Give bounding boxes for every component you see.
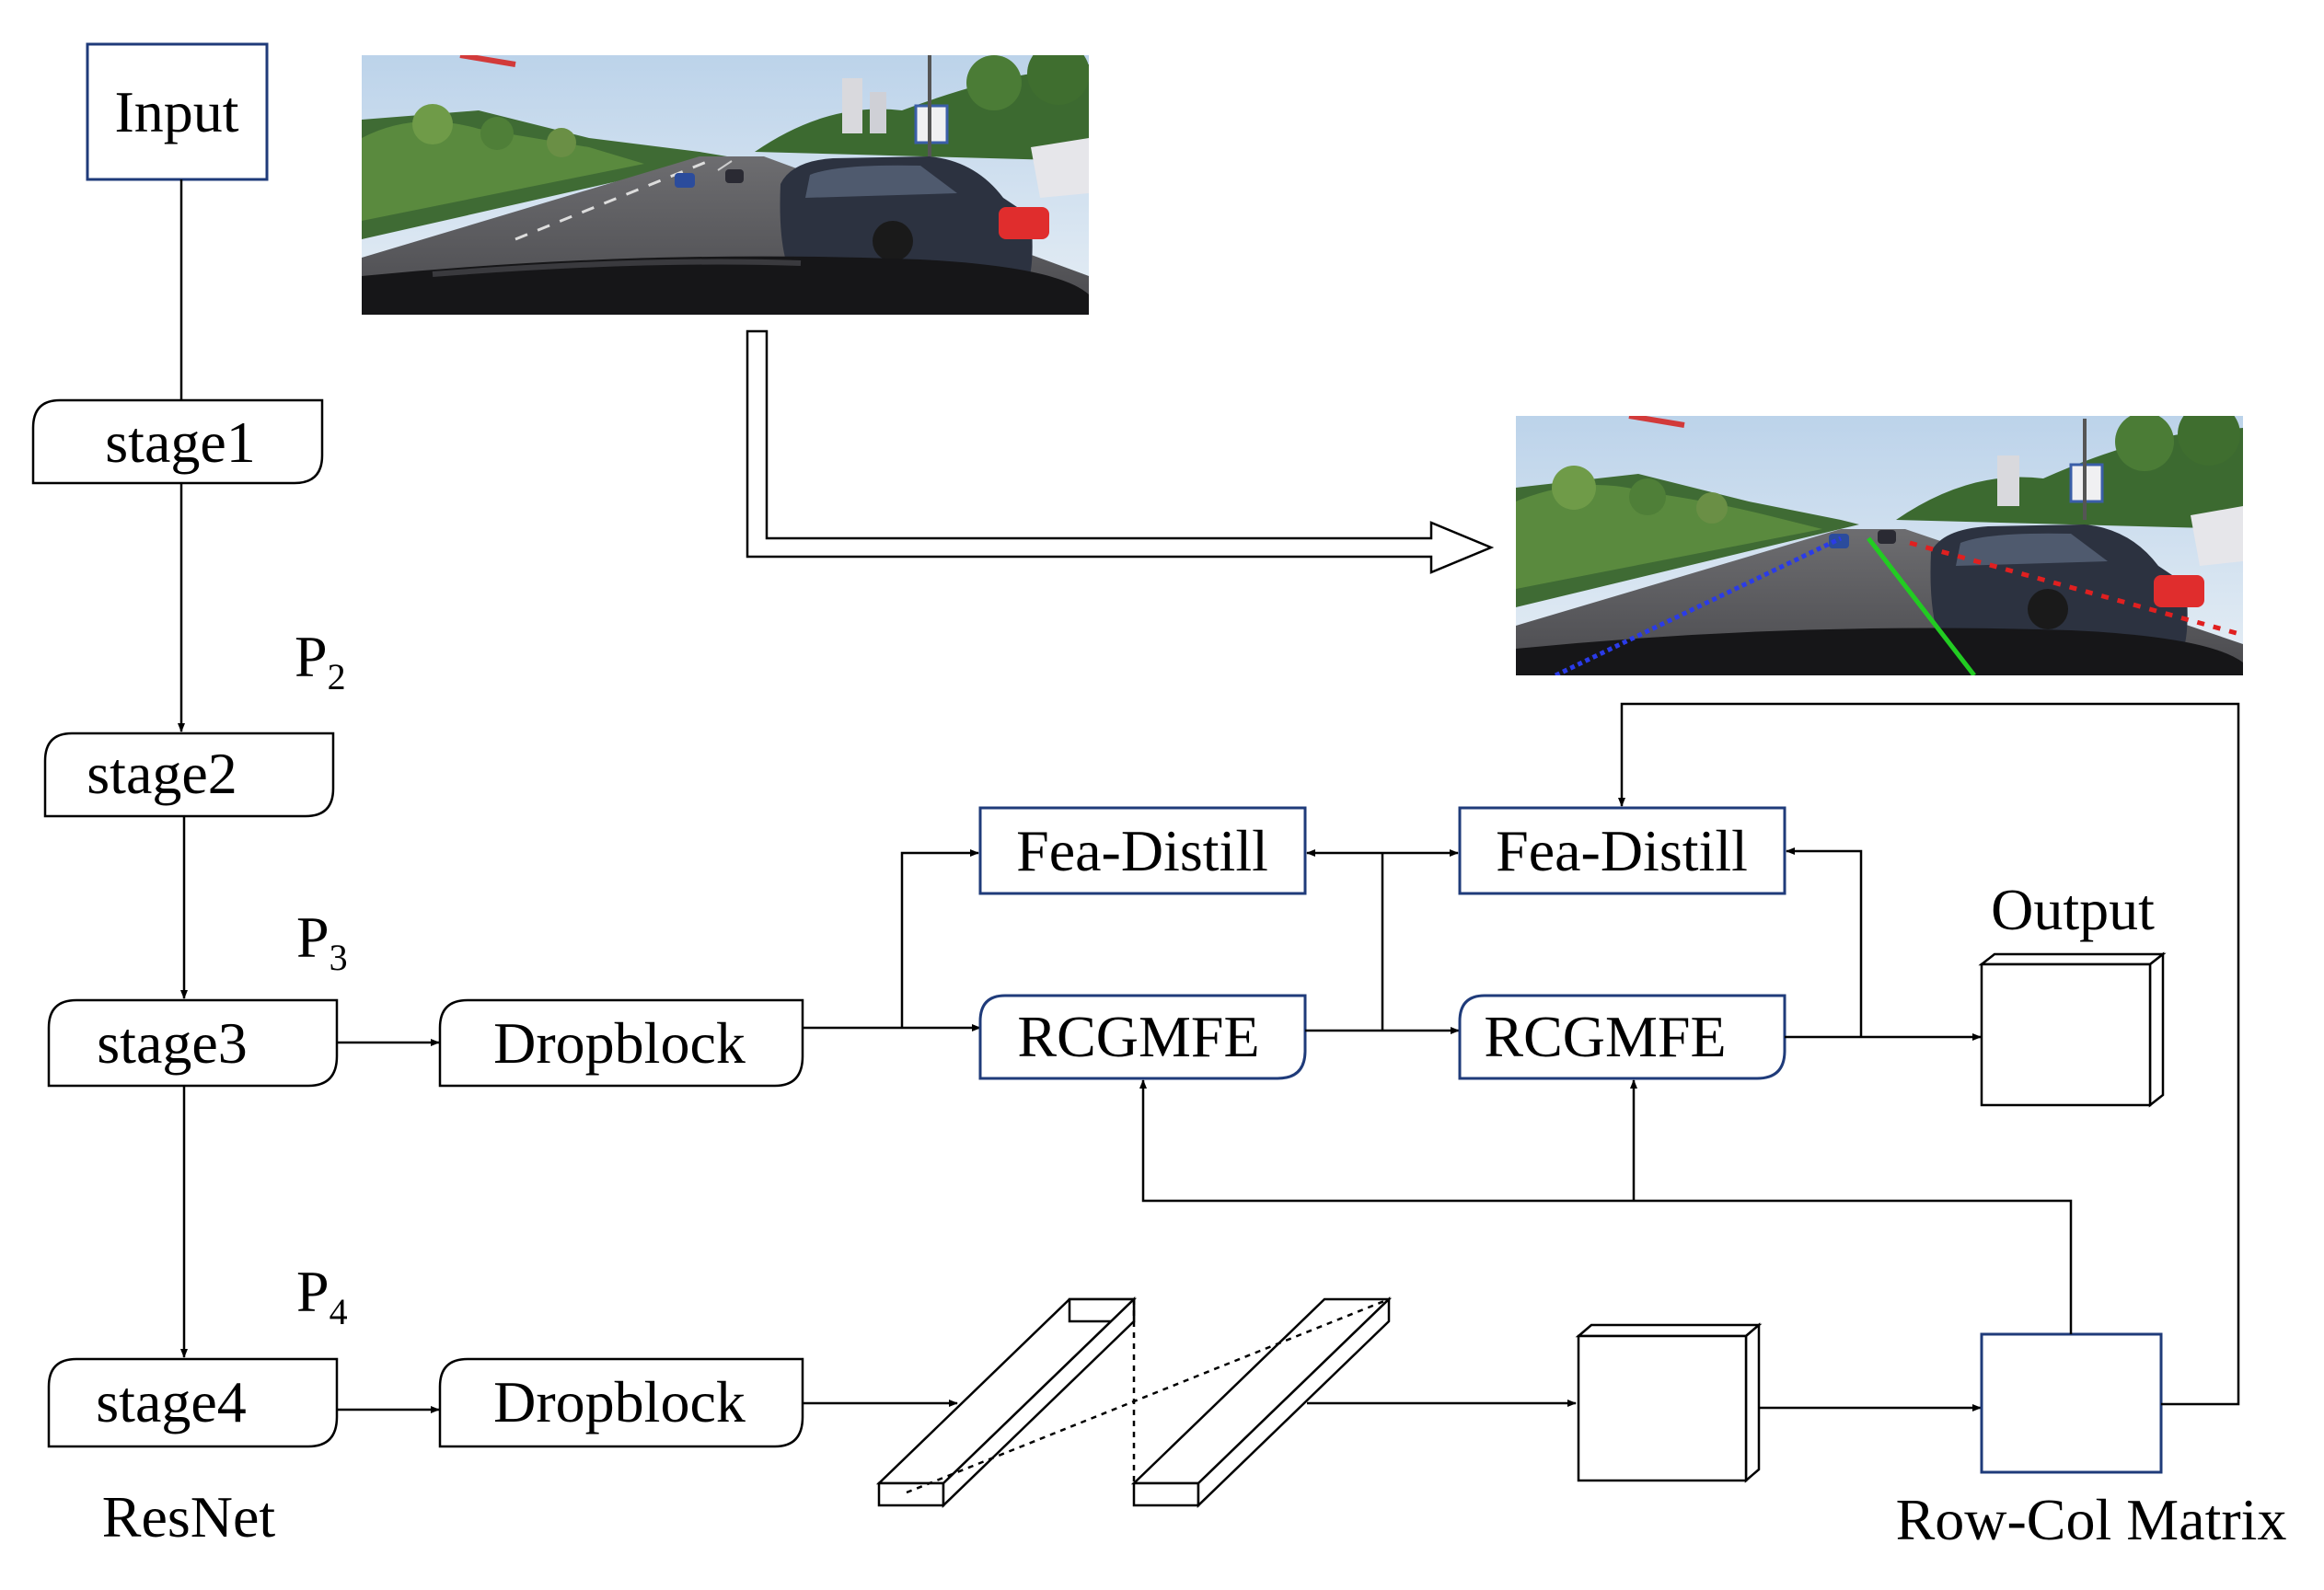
rcgmfe-right-label: RCGMFE bbox=[1484, 1004, 1726, 1069]
input-box bbox=[86, 42, 269, 181]
output-cube bbox=[1978, 951, 2167, 1108]
rcgmfe-left-box: RCGMFE bbox=[978, 994, 1307, 1080]
feature-slab-left bbox=[875, 1296, 1138, 1508]
rcgmfe-right-box: RCGMFE bbox=[1458, 994, 1786, 1080]
stage4-box: stage4 bbox=[47, 1357, 339, 1448]
input-label: Input bbox=[114, 79, 238, 144]
fea-distill-left-box: Fea-Distill bbox=[978, 806, 1307, 895]
p2-label: P2 bbox=[295, 624, 346, 697]
input-road-image bbox=[362, 55, 1089, 315]
fea-distill-right-box: Fea-Distill bbox=[1458, 806, 1786, 895]
image-to-output-arrow bbox=[746, 329, 1495, 574]
dropblock-bottom-box: Dropblock bbox=[438, 1357, 804, 1448]
stage3-box: stage3 bbox=[47, 998, 339, 1088]
fea-distill-right-label: Fea-Distill bbox=[1496, 818, 1748, 883]
stage1-box: stage1 bbox=[31, 398, 324, 485]
stage2-label: stage2 bbox=[87, 741, 237, 806]
row-col-matrix-box bbox=[1980, 1332, 2163, 1474]
center-lane-line bbox=[1867, 536, 1976, 675]
fea-distill-left-label: Fea-Distill bbox=[1016, 818, 1268, 883]
dropblock-top-box: Dropblock bbox=[438, 998, 804, 1088]
feature-slab-right bbox=[1130, 1296, 1393, 1508]
right-lane-line bbox=[1909, 540, 2243, 638]
p4-label: P4 bbox=[296, 1259, 348, 1332]
dropblock-bottom-label: Dropblock bbox=[493, 1369, 746, 1434]
output-lane-image bbox=[1516, 416, 2243, 675]
stage1-label: stage1 bbox=[105, 409, 256, 475]
resnet-label: ResNet bbox=[102, 1484, 276, 1550]
output-label: Output bbox=[1991, 877, 2155, 942]
dropblock-top-label: Dropblock bbox=[493, 1010, 746, 1076]
stage2-box: stage2 bbox=[43, 732, 335, 818]
stage3-label: stage3 bbox=[97, 1010, 248, 1076]
row-col-matrix-label: Row-Col Matrix bbox=[1896, 1487, 2287, 1552]
stage4-label: stage4 bbox=[96, 1369, 247, 1434]
left-lane-line bbox=[1554, 536, 1843, 675]
rcgmfe-left-label: RCGMFE bbox=[1017, 1004, 1259, 1069]
feature-cube bbox=[1575, 1322, 1763, 1483]
p3-label: P3 bbox=[296, 904, 348, 978]
